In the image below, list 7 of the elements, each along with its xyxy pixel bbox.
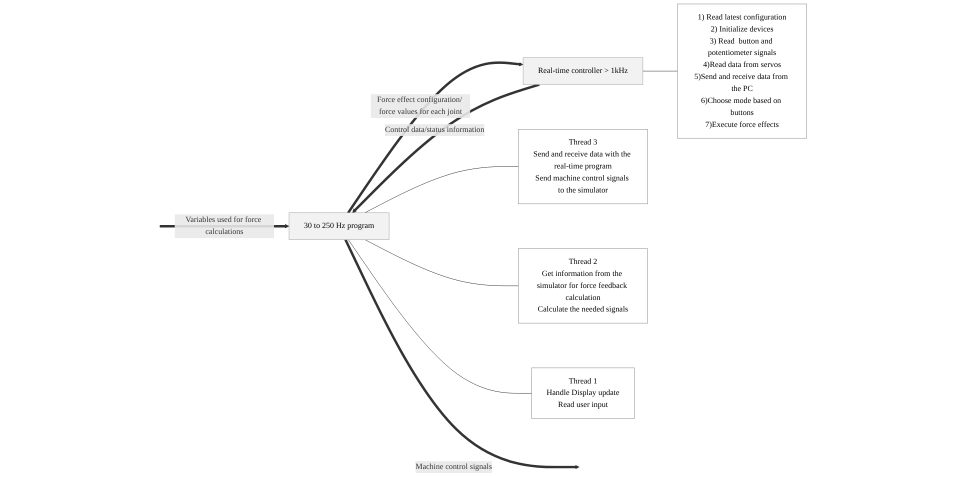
connector — [348, 239, 532, 394]
connector — [364, 166, 519, 214]
connector — [364, 239, 519, 286]
arrow — [352, 83, 540, 213]
arrow — [344, 239, 580, 470]
connector — [642, 70, 678, 72]
arrow — [347, 61, 524, 214]
